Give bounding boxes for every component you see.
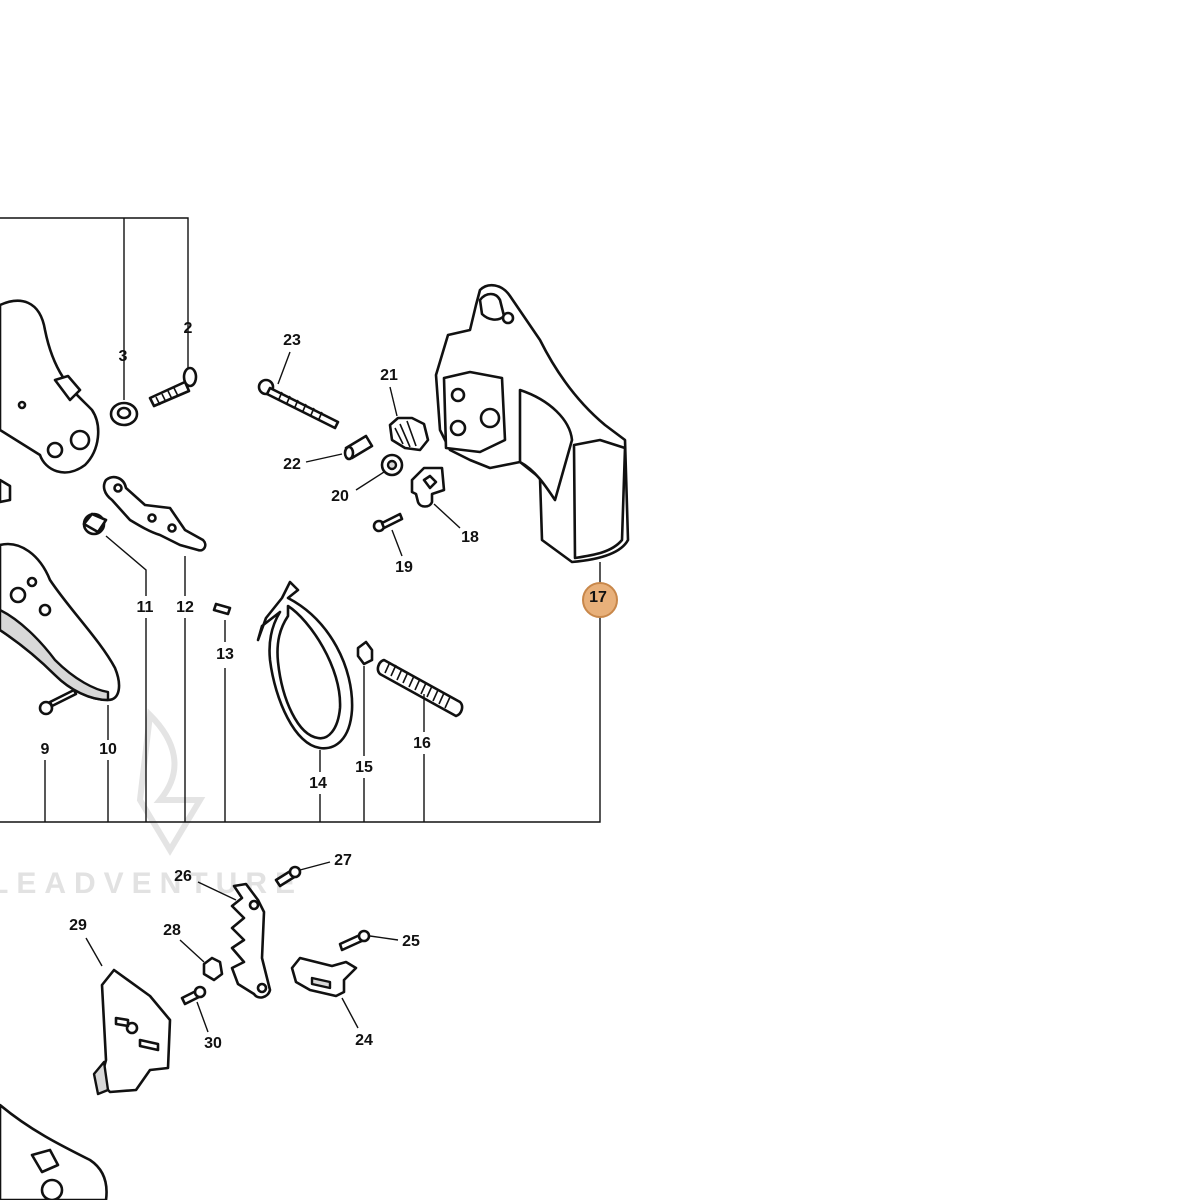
callout-label: 2 <box>184 320 193 337</box>
callout-label: 28 <box>163 922 181 939</box>
callout-label: 10 <box>99 741 117 758</box>
callout-label: 29 <box>69 917 87 934</box>
callout-label: 27 <box>334 852 352 869</box>
callout-28[interactable]: 28 <box>163 922 205 963</box>
callout-label: 18 <box>461 529 479 546</box>
callout-highlight-circle <box>582 582 618 618</box>
screw-23-part <box>257 378 340 430</box>
callout-24[interactable]: 24 <box>341 997 373 1049</box>
callout-label: 14 <box>309 775 327 792</box>
callout-23[interactable]: 23 <box>277 332 301 385</box>
callout-label: 30 <box>204 1035 222 1052</box>
callout-29[interactable]: 29 <box>69 917 103 967</box>
screw-2-part <box>148 366 198 408</box>
callout-12[interactable]: 12 <box>176 556 194 616</box>
callout-22[interactable]: 22 <box>283 453 343 473</box>
callout-label: 15 <box>355 759 373 776</box>
guide-plate-29-part <box>92 968 172 1096</box>
callout-19[interactable]: 19 <box>391 529 413 576</box>
callout-10[interactable]: 10 <box>99 705 117 758</box>
callout-label: 17 <box>589 589 607 606</box>
nut-28-part <box>202 956 224 982</box>
gear-21-part <box>388 416 430 452</box>
callout-15[interactable]: 15 <box>355 666 373 776</box>
chain-guide-part <box>0 542 121 702</box>
plate-24-part <box>290 956 358 998</box>
spring-16-part <box>376 658 464 718</box>
tensioner-18-part <box>410 466 446 508</box>
screw-27-part <box>274 865 302 888</box>
machine-body-part <box>0 1103 108 1200</box>
link-plate-12-part <box>102 475 207 552</box>
callout-label: 19 <box>395 559 413 576</box>
callout-14[interactable]: 14 <box>309 750 327 792</box>
callout-13[interactable]: 13 <box>216 620 234 663</box>
screw-9-part <box>38 688 78 716</box>
sleeve-3-part <box>109 401 139 427</box>
bolt-22-part <box>343 434 374 461</box>
callout-label: 21 <box>380 367 398 384</box>
callout-label: 20 <box>331 488 349 505</box>
callout-label: 23 <box>283 332 301 349</box>
callout-label: 13 <box>216 646 234 663</box>
callout-11[interactable]: 11 <box>105 535 154 616</box>
callout-18[interactable]: 18 <box>433 503 479 546</box>
callout-label: 11 <box>137 599 154 616</box>
assembly-bracket <box>0 217 601 823</box>
callout-label: 9 <box>41 741 50 758</box>
callout-label: 16 <box>413 735 431 752</box>
callout-30[interactable]: 30 <box>196 1001 222 1052</box>
sleeve-11-part <box>82 512 108 536</box>
callout-21[interactable]: 21 <box>380 367 398 417</box>
housing-bracket-part <box>0 299 100 504</box>
gear-20-part <box>380 453 404 477</box>
callout-label: 24 <box>355 1032 373 1049</box>
watermark-text: LEADVENTURE <box>0 867 303 900</box>
callout-label: 26 <box>174 868 192 885</box>
callout-9[interactable]: 9 <box>41 741 50 758</box>
spike-bumper-26-part <box>230 882 272 999</box>
callout-26[interactable]: 26 <box>174 868 237 901</box>
pin-13-part <box>212 602 232 616</box>
callout-label: 12 <box>176 599 194 616</box>
callout-3[interactable]: 3 <box>119 348 128 365</box>
screw-30-part <box>180 985 207 1006</box>
clip-15-part <box>356 640 374 666</box>
callout-2[interactable]: 2 <box>184 320 193 337</box>
callout-17-highlighted[interactable]: 17 <box>582 582 618 618</box>
sprocket-cover-17-part <box>434 283 630 564</box>
callout-20[interactable]: 20 <box>331 471 385 505</box>
watermark-logo-icon <box>136 708 206 856</box>
callout-25[interactable]: 25 <box>369 933 420 950</box>
brake-band-14-part <box>256 580 354 750</box>
screw-25-part <box>338 929 371 952</box>
screw-19-part <box>372 512 404 533</box>
callout-27[interactable]: 27 <box>299 852 352 871</box>
callout-16[interactable]: 16 <box>413 694 431 752</box>
callout-label: 25 <box>402 933 420 950</box>
callout-label: 22 <box>283 456 301 473</box>
callout-label: 3 <box>119 348 128 365</box>
